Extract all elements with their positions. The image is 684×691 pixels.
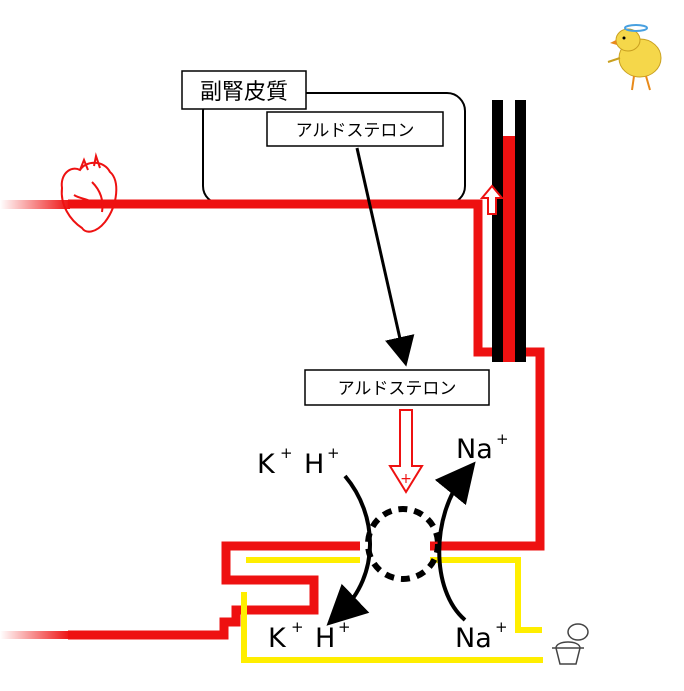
aldosterone-bottom-label: アルドステロン bbox=[338, 379, 457, 399]
duct-lumen bbox=[503, 136, 515, 362]
ion-k-bottom: K bbox=[268, 623, 287, 654]
aldosterone-top-label: アルドステロン bbox=[296, 121, 415, 141]
ion-h-top: H bbox=[304, 449, 324, 480]
ion-na-bottom-charge: + bbox=[495, 618, 508, 636]
toilet-icon bbox=[552, 624, 588, 664]
vessel-fade-bottom bbox=[0, 631, 70, 639]
aldosterone-arrow bbox=[357, 148, 403, 352]
chick-icon bbox=[608, 25, 661, 90]
duct-wall-right bbox=[515, 100, 526, 362]
ion-h-bottom: H bbox=[315, 623, 335, 654]
pump-channel-icon bbox=[368, 509, 438, 579]
ion-k-top: K bbox=[257, 449, 276, 480]
ion-na-top-charge: + bbox=[496, 430, 509, 448]
ion-na-bottom: Na bbox=[455, 623, 492, 654]
ion-h-top-charge: + bbox=[327, 444, 340, 462]
vessel-fade-top bbox=[0, 200, 70, 209]
stimulation-plus: + bbox=[400, 471, 412, 487]
heart-icon bbox=[62, 156, 117, 232]
duct-wall-left bbox=[492, 100, 503, 362]
ion-h-bottom-charge: + bbox=[338, 618, 351, 636]
adrenal-cortex-label: 副腎皮質 bbox=[200, 80, 288, 105]
ion-na-top: Na bbox=[456, 434, 493, 465]
ion-k-top-charge: + bbox=[280, 444, 293, 462]
ion-k-bottom-charge: + bbox=[291, 618, 304, 636]
